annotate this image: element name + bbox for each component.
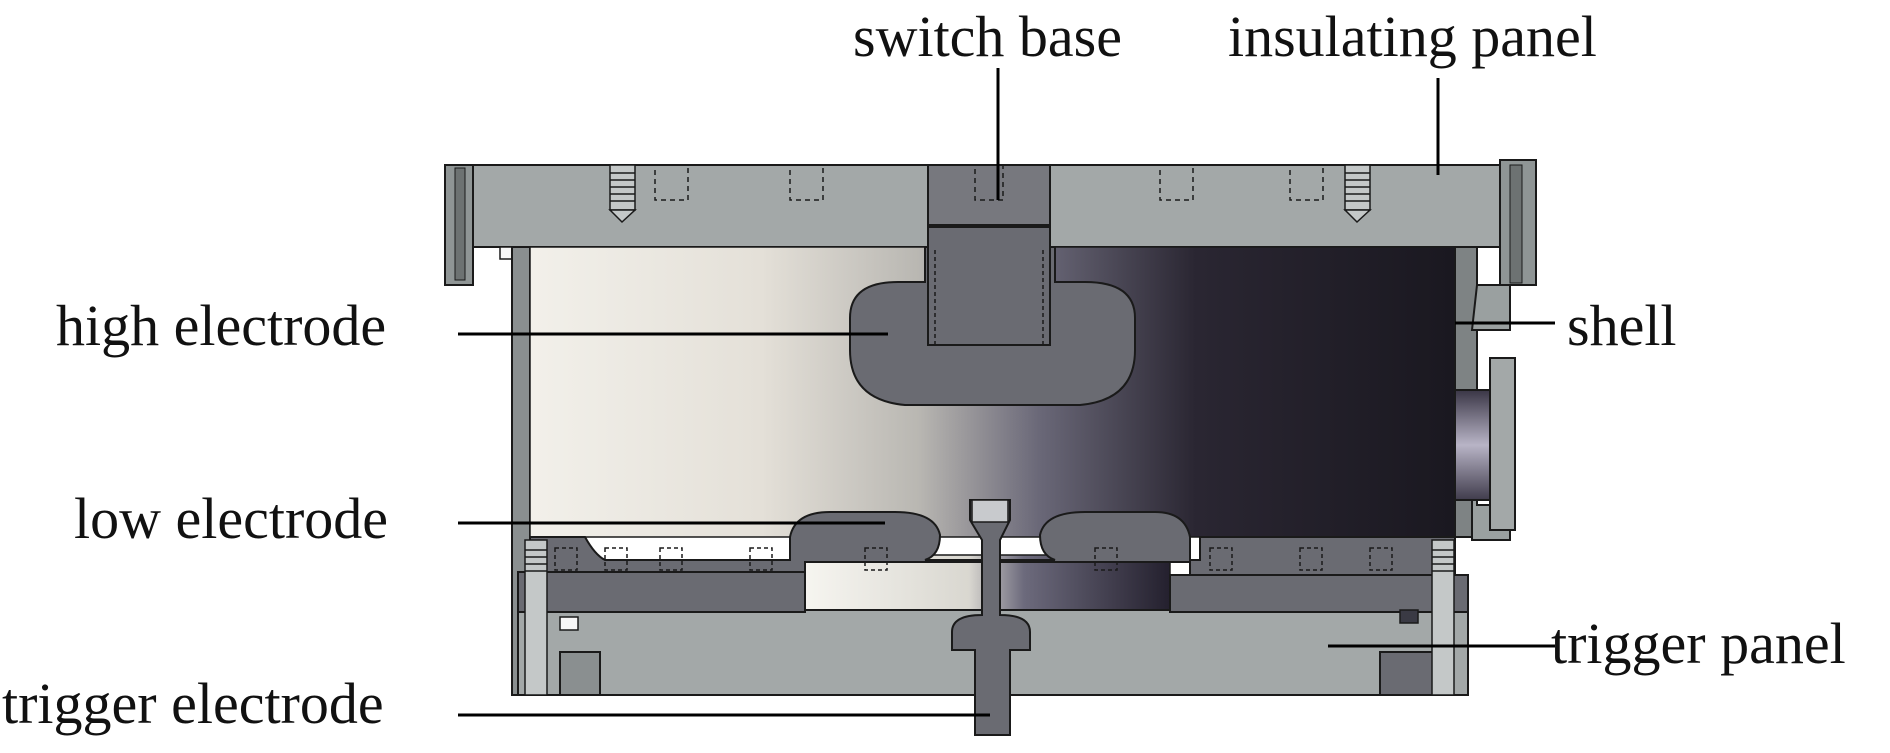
bottom-screw-right: [1431, 539, 1455, 696]
shell-label: shell: [1567, 293, 1677, 358]
high-electrode-label: high electrode: [56, 293, 387, 358]
switch-base-part: [927, 164, 1051, 228]
trigger-panel-label: trigger panel: [1551, 611, 1846, 676]
leader-lines: [458, 68, 1555, 717]
shell-side-port: [1454, 357, 1516, 531]
high-electrode-part: [849, 226, 1136, 406]
top-screw-right: [1343, 164, 1372, 224]
bottom-screw-left: [524, 539, 548, 696]
trigger-electrode-label: trigger electrode: [2, 671, 384, 736]
switch-base-label: switch base: [853, 4, 1122, 69]
trigger-electrode-part: [951, 499, 1031, 736]
top-screw-left: [608, 164, 637, 224]
insulating-panel-label: insulating panel: [1228, 4, 1597, 69]
low-electrode-label: low electrode: [74, 486, 389, 551]
